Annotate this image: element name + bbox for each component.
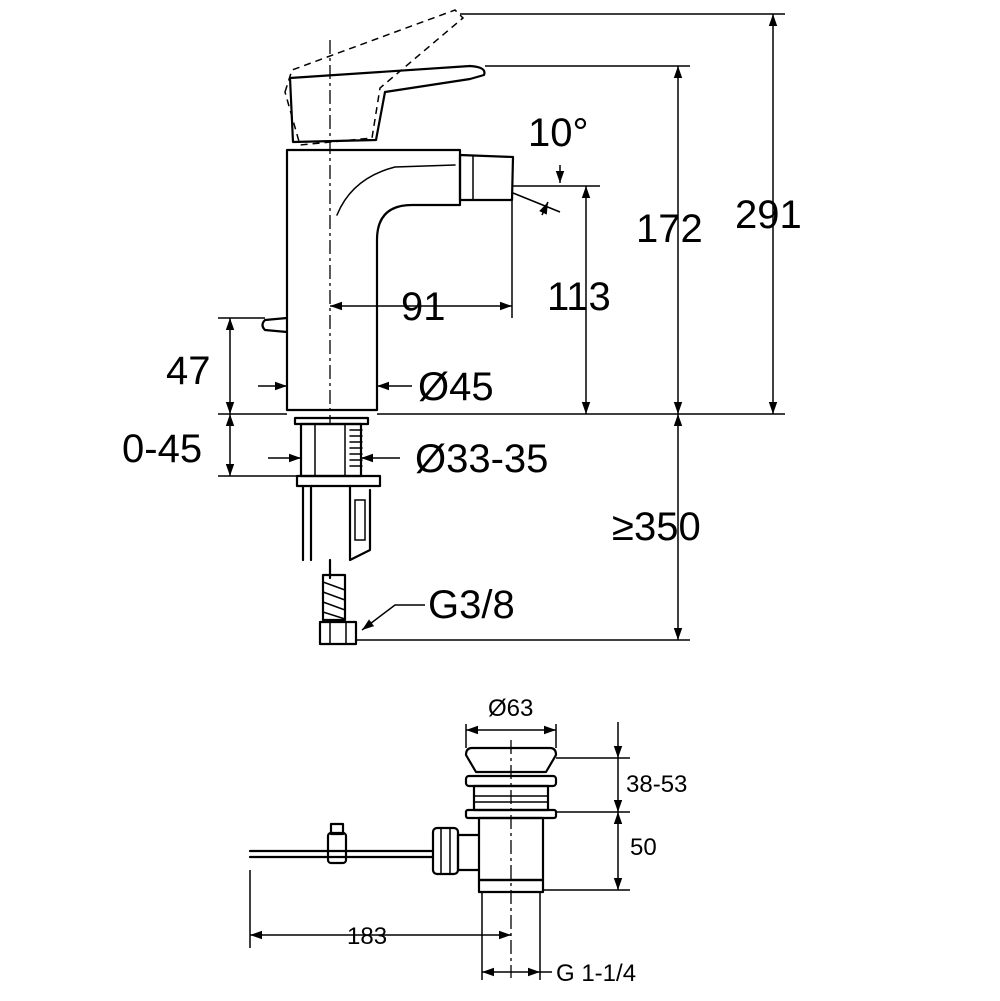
waste-drawing: Ø63 38-53 50 183 G 1-1/4 (248, 695, 687, 987)
label-172: 172 (636, 207, 703, 251)
label-g38: G3/8 (428, 583, 515, 627)
rod-clamp (326, 831, 348, 865)
body-contour (336, 164, 456, 216)
label-291: 291 (735, 193, 802, 237)
hose-braid (321, 573, 347, 622)
label-d63: Ø63 (488, 695, 533, 722)
angle-arrow-bottom (539, 201, 549, 216)
side-connector (456, 833, 481, 872)
body-outline (285, 148, 462, 412)
label-10deg: 10° (528, 111, 589, 155)
leader-g38 (361, 604, 425, 631)
handle-outline (288, 64, 486, 144)
plug-cap (464, 746, 558, 774)
fixing-washer (295, 474, 382, 488)
side-pin (261, 316, 289, 334)
bracket-inner (354, 499, 366, 541)
faucet-drawing: 291 172 113 91 10° 47 Ø45 0-45 Ø33-35 ≥3… (122, 9, 802, 646)
lever-nut (431, 826, 460, 876)
label-d33-35: Ø33-35 (415, 437, 548, 481)
shank (299, 422, 363, 478)
label-91: 91 (401, 285, 446, 329)
label-47: 47 (166, 349, 211, 393)
label-113: 113 (547, 275, 611, 319)
label-183: 183 (347, 923, 387, 950)
handle-raised-outline (284, 9, 465, 146)
label-0-45: 0-45 (122, 427, 202, 471)
label-g114: G 1-1/4 (556, 960, 636, 987)
waste-tail (477, 878, 545, 894)
bracket (348, 484, 372, 562)
hose-connector-nut (318, 620, 358, 646)
label-350: ≥350 (612, 505, 701, 549)
label-d45: Ø45 (418, 365, 494, 409)
spray-head (458, 153, 515, 202)
label-50: 50 (630, 834, 657, 861)
label-38-53: 38-53 (626, 771, 687, 798)
handle-base-line (292, 139, 371, 143)
rod-clamp-screw (329, 822, 345, 836)
angle-line (512, 192, 561, 213)
shank-thread (349, 429, 363, 467)
